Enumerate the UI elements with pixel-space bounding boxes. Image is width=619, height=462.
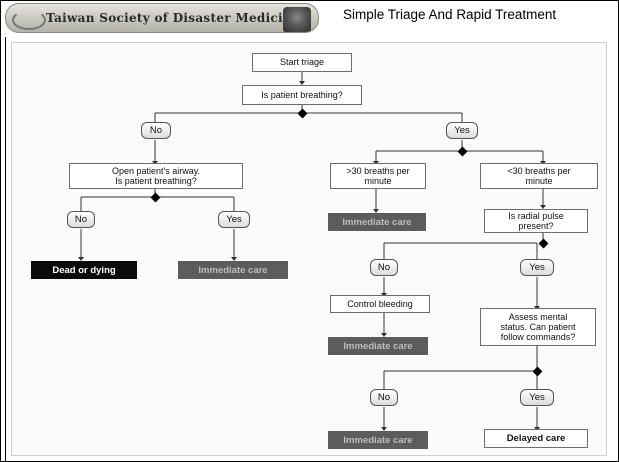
swirl-decoration-icon	[12, 10, 46, 30]
connector-lines	[78, 72, 546, 431]
immediate-care-tag: Immediate care	[178, 261, 288, 279]
delayed-care-tag: Delayed care	[484, 429, 588, 448]
yes-label: Yes	[520, 389, 554, 406]
immediate-care-tag: Immediate care	[328, 431, 428, 449]
society-banner: Taiwan Society of Disaster Medicine	[5, 3, 319, 33]
no-label: No	[67, 211, 95, 228]
slide-title: Simple Triage And Rapid Treatment	[343, 7, 557, 22]
control-bleeding-box: Control bleeding	[330, 295, 430, 313]
yes-label: Yes	[446, 122, 478, 139]
no-label: No	[141, 122, 171, 139]
dead-or-dying-tag: Dead or dying	[31, 261, 137, 279]
breathing-question-box: Is patient breathing?	[242, 85, 362, 105]
no-label: No	[370, 259, 398, 276]
yes-label: Yes	[218, 211, 250, 228]
immediate-care-tag: Immediate care	[328, 213, 426, 231]
under-30-breaths-box: <30 breaths per minute	[480, 163, 598, 189]
radial-pulse-question-box: Is radial pulse present?	[484, 209, 588, 233]
left-rule	[5, 37, 6, 461]
yes-label: Yes	[520, 259, 554, 276]
airway-question-box: Open patient's airway. Is patient breath…	[69, 163, 243, 189]
mental-status-question-box: Assess mental status. Can patient follow…	[480, 308, 596, 346]
start-flowchart: Start triage Is patient breathing? No Ye…	[11, 42, 607, 456]
immediate-care-tag: Immediate care	[328, 337, 428, 355]
society-logo-icon	[283, 7, 311, 32]
no-label: No	[370, 389, 398, 406]
banner-text: Taiwan Society of Disaster Medicine	[46, 11, 300, 25]
start-triage-box: Start triage	[252, 53, 352, 72]
over-30-breaths-box: >30 breaths per minute	[330, 163, 426, 189]
